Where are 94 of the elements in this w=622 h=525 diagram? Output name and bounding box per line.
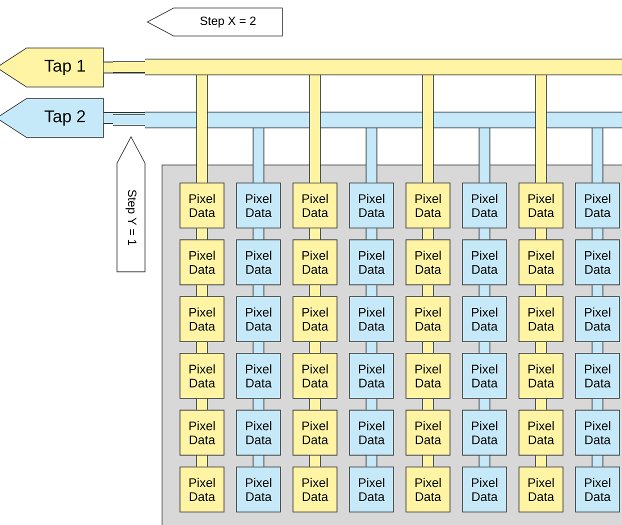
connector [196, 342, 208, 353]
connector [196, 456, 208, 467]
pixel-data-box: Pixel Data [180, 466, 224, 512]
pixel-data-box: Pixel Data [349, 353, 394, 399]
pixel-data-box: Pixel Data [406, 353, 450, 399]
pixel-data-box: Pixel Data [518, 410, 564, 456]
connector [535, 285, 547, 296]
step-label-box: Step Y = 1 [116, 136, 146, 272]
pixel-data-box: Pixel Data [236, 353, 281, 399]
connector [309, 456, 321, 467]
pixel-data-box: Pixel Data [406, 410, 450, 456]
connector [478, 342, 490, 353]
pixel-data-box: Pixel Data [180, 239, 224, 286]
connector [309, 398, 321, 410]
connector [592, 228, 604, 240]
connector [104, 62, 547, 183]
pixel-data-box: Pixel Data [462, 353, 507, 399]
pixel-data-box: Pixel Data [292, 239, 338, 286]
connector [535, 342, 547, 353]
pixel-data-box: Pixel Data [406, 182, 450, 228]
connector [592, 285, 604, 296]
pixel-data-box: Pixel Data [236, 182, 281, 228]
connector [422, 285, 434, 296]
connector [366, 228, 378, 240]
connector [422, 456, 434, 467]
pixel-data-box: Pixel Data [575, 182, 620, 228]
pixel-data-box: Pixel Data [462, 296, 507, 342]
connector [252, 228, 264, 240]
pixel-data-box: Pixel Data [575, 410, 620, 456]
connector [196, 398, 208, 410]
pixel-data-box: Pixel Data [236, 466, 281, 512]
connector [478, 398, 490, 410]
pixel-data-box: Pixel Data [462, 239, 507, 286]
connector [309, 228, 321, 240]
pixel-data-box: Pixel Data [292, 182, 338, 228]
pixel-data-box: Pixel Data [349, 296, 394, 342]
pixel-data-box: Pixel Data [349, 182, 394, 228]
pixel-data-box: Pixel Data [518, 466, 564, 512]
pixel-data-box: Pixel Data [462, 182, 507, 228]
pixel-data-box: Pixel Data [292, 466, 338, 512]
pixel-data-box: Pixel Data [349, 410, 394, 456]
connector [535, 456, 547, 467]
tap-label-box: Tap 2 [0, 98, 104, 138]
pixel-data-box: Pixel Data [575, 296, 620, 342]
pixel-data-box: Pixel Data [518, 296, 564, 342]
connector [366, 285, 378, 296]
connector [592, 456, 604, 467]
connector [104, 112, 604, 183]
connector [366, 398, 378, 410]
pixel-data-box: Pixel Data [236, 410, 281, 456]
step-label-box: Step X = 2 [146, 8, 283, 36]
connector [422, 228, 434, 240]
pixel-data-box: Pixel Data [462, 410, 507, 456]
connector [478, 285, 490, 296]
pixel-data-box: Pixel Data [462, 466, 507, 512]
pixel-data-box: Pixel Data [518, 239, 564, 286]
pixel-data-box: Pixel Data [518, 182, 564, 228]
connector [252, 285, 264, 296]
pixel-data-box: Pixel Data [180, 353, 224, 399]
pixel-data-box: Pixel Data [180, 296, 224, 342]
pixel-data-box: Pixel Data [292, 296, 338, 342]
pixel-data-box: Pixel Data [180, 182, 224, 228]
pixel-data-box: Pixel Data [575, 239, 620, 286]
connector [535, 398, 547, 410]
pixel-data-box: Pixel Data [236, 239, 281, 286]
connector [478, 456, 490, 467]
pixel-data-box: Pixel Data [406, 296, 450, 342]
connector [252, 342, 264, 353]
pixel-data-box: Pixel Data [349, 239, 394, 286]
pixel-data-box: Pixel Data [349, 466, 394, 512]
pixel-data-box: Pixel Data [236, 296, 281, 342]
connector [366, 456, 378, 467]
pixel-data-box: Pixel Data [292, 353, 338, 399]
connector [309, 285, 321, 296]
pixel-data-box: Pixel Data [575, 353, 620, 399]
pixel-data-box: Pixel Data [518, 353, 564, 399]
pixel-data-box: Pixel Data [292, 410, 338, 456]
connector [252, 456, 264, 467]
connector [592, 342, 604, 353]
tap-label-box: Tap 1 [0, 48, 104, 88]
connector [252, 398, 264, 410]
connector [535, 228, 547, 240]
connector [422, 398, 434, 410]
pixel-data-box: Pixel Data [180, 410, 224, 456]
connector [422, 342, 434, 353]
connector [196, 285, 208, 296]
pixel-data-box: Pixel Data [406, 466, 450, 512]
connector [478, 228, 490, 240]
connector [309, 342, 321, 353]
connector [592, 398, 604, 410]
pixel-data-box: Pixel Data [406, 239, 450, 286]
connector [196, 228, 208, 240]
connector [366, 342, 378, 353]
pixel-data-box: Pixel Data [575, 466, 620, 512]
